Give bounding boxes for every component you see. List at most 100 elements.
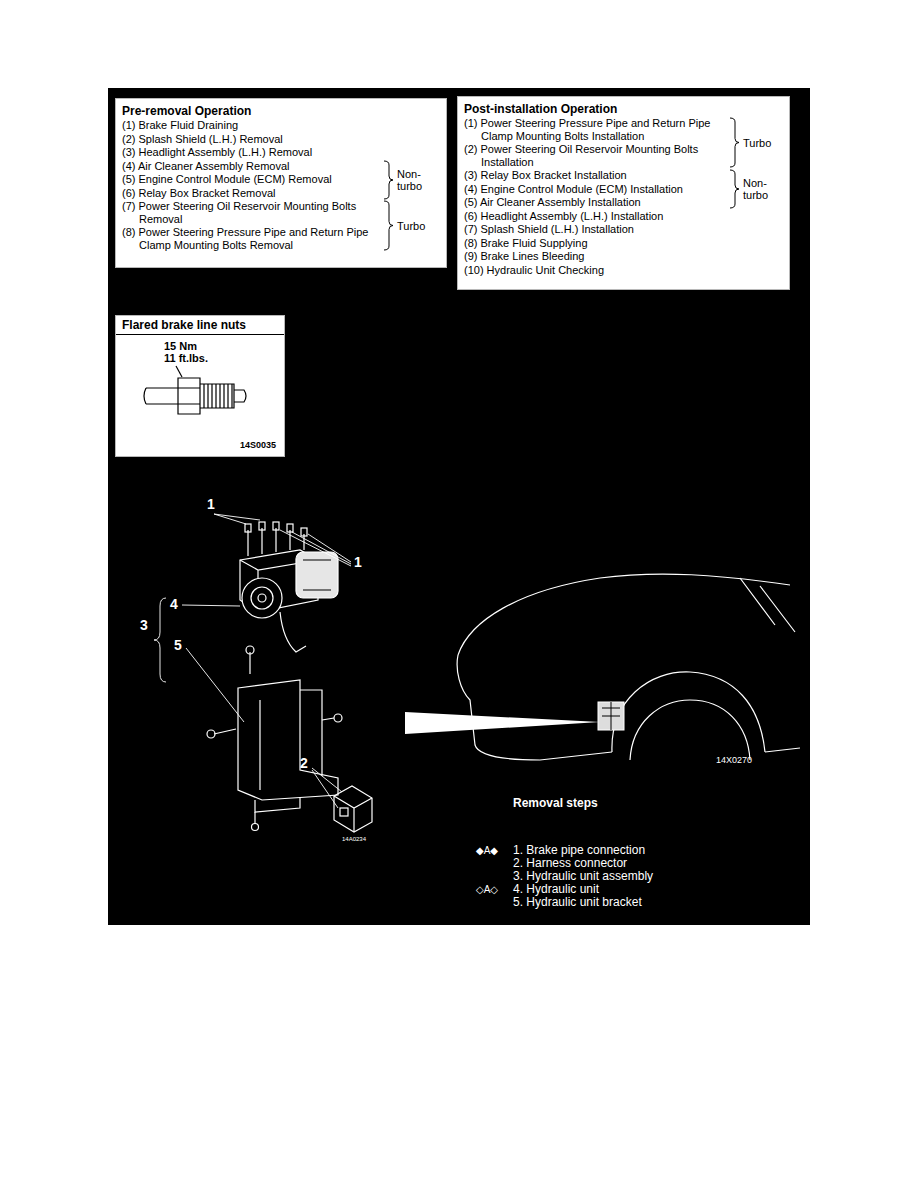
hydraulic-unit — [259, 522, 265, 530]
leader-lines — [280, 530, 351, 566]
figure-code: 14X0270 — [716, 755, 752, 765]
hydraulic-unit-bracket — [246, 646, 254, 654]
step-item: (4) Engine Control Module (ECM) Installa… — [464, 183, 726, 196]
hydraulic-unit — [296, 552, 338, 598]
step-item: (8) Brake Fluid Supplying — [464, 237, 726, 250]
hydraulic-unit-bracket — [238, 680, 338, 800]
unit-location — [602, 702, 620, 730]
flare-nut-picture — [204, 384, 232, 408]
hydraulic-unit — [242, 578, 282, 618]
car-outline — [765, 748, 800, 752]
car-outline — [630, 700, 750, 760]
panel-background — [108, 88, 810, 925]
harness-connector — [334, 786, 372, 832]
leader-lines — [312, 768, 342, 808]
callout-number: 5 — [174, 638, 182, 653]
car-outline — [740, 578, 795, 632]
box-heading: Post-installation Operation — [464, 102, 783, 116]
figure-code: 14S0035 — [240, 440, 276, 450]
variant-label: Turbo — [743, 137, 771, 149]
hydraulic-unit — [258, 594, 266, 602]
car-outline — [457, 655, 612, 760]
car-outline — [612, 672, 765, 752]
flare-nut-picture — [176, 366, 182, 377]
operation-box: Post-installation Operation(1) Power Ste… — [457, 96, 790, 290]
steps-heading: Removal steps — [513, 796, 598, 810]
hydraulic-unit-bracket — [322, 718, 334, 720]
torque-box: Flared brake line nuts 15 Nm 11 ft.lbs. 14… — [115, 315, 285, 457]
operation-box: Pre-removal Operation(1) Brake Fluid Dra… — [115, 98, 447, 268]
torque-value: 15 Nm 11 ft.lbs. — [164, 340, 210, 364]
flare-nut-picture — [200, 384, 234, 408]
hydraulic-unit — [245, 524, 251, 532]
leader-lines — [182, 605, 240, 606]
step-item: (1) Brake Fluid Draining — [122, 119, 380, 132]
flare-nut-picture — [234, 390, 246, 402]
step-item: (2) Power Steering Oil Reservoir Mountin… — [464, 143, 726, 168]
hydraulic-unit-bracket — [254, 812, 255, 824]
step-item: (10) Hydraulic Unit Checking — [464, 264, 726, 277]
group-brace — [730, 170, 739, 208]
step-item: (3) Relay Box Bracket Installation — [464, 169, 726, 182]
leader-lines — [186, 648, 244, 722]
figure-code: 14A0234 — [342, 836, 366, 843]
unit-location — [598, 702, 624, 730]
hydraulic-unit-bracket — [255, 798, 300, 812]
view-wedge — [405, 712, 600, 734]
variant-label: Non- turbo — [743, 177, 768, 201]
step-item: (1) Power Steering Pressure Pipe and Ret… — [464, 117, 726, 142]
variant-label: Non- turbo — [397, 168, 422, 192]
hydraulic-unit — [240, 522, 338, 652]
harness-connector — [340, 808, 348, 816]
removal-step: 2. Harness connector — [513, 857, 627, 870]
variant-label: Turbo — [397, 220, 425, 232]
hydraulic-unit — [251, 587, 273, 609]
step-item: (5) Air Cleaner Assembly Installation — [464, 196, 726, 209]
hydraulic-unit-bracket — [300, 690, 322, 776]
hydraulic-unit — [287, 524, 293, 532]
step-item: (4) Air Cleaner Assembly Removal — [122, 160, 380, 173]
callout-number: 1 — [354, 555, 362, 570]
group-brace — [384, 201, 393, 250]
hydraulic-unit — [273, 522, 279, 530]
removal-step: 4. Hydraulic unit — [513, 883, 599, 896]
leader-lines — [154, 514, 351, 808]
removal-step: 5. Hydraulic unit bracket — [513, 896, 642, 909]
removal-step: 1. Brake pipe connection — [513, 844, 645, 857]
callout-number: 3 — [140, 618, 148, 633]
step-item: (6) Headlight Assembly (L.H.) Installati… — [464, 210, 726, 223]
hydraulic-unit-bracket — [207, 646, 342, 831]
callout-number: 4 — [170, 597, 178, 612]
step-item: (6) Relay Box Bracket Removal — [122, 187, 380, 200]
step-item: (5) Engine Control Module (ECM) Removal — [122, 173, 380, 186]
group-brace — [384, 161, 393, 199]
step-item: (2) Splash Shield (L.H.) Removal — [122, 133, 380, 146]
step-item: (7) Splash Shield (L.H.) Installation — [464, 223, 726, 236]
removal-step: 3. Hydraulic unit assembly — [513, 870, 653, 883]
flare-nut-picture — [116, 316, 284, 456]
flare-nut-picture — [144, 388, 178, 404]
hydraulic-unit-bracket — [249, 652, 250, 674]
car-outline — [458, 574, 790, 655]
hydraulic-unit-bracket — [207, 730, 215, 738]
hydraulic-unit-bracket — [252, 824, 259, 831]
hydraulic-unit-bracket — [214, 729, 236, 734]
hydraulic-unit-bracket — [334, 714, 342, 722]
step-item: (9) Brake Lines Bleeding — [464, 250, 726, 263]
flare-nut-picture — [144, 366, 246, 414]
step-item: (8) Power Steering Pressure Pipe and Ret… — [122, 226, 380, 251]
service-marker: ◆A◆ — [476, 844, 498, 857]
harness-connector — [334, 796, 372, 832]
box-heading: Flared brake line nuts — [116, 316, 284, 335]
hydraulic-unit — [280, 612, 306, 652]
hydraulic-unit-bracket — [259, 700, 260, 790]
group-brace — [730, 118, 739, 167]
step-item: (3) Headlight Assembly (L.H.) Removal — [122, 146, 380, 159]
step-item: (7) Power Steering Oil Reservoir Mountin… — [122, 200, 380, 225]
hydraulic-unit — [303, 560, 331, 590]
box-heading: Pre-removal Operation — [122, 104, 440, 118]
leader-lines — [214, 514, 260, 524]
unit-location — [598, 702, 624, 730]
harness-connector — [334, 786, 372, 832]
